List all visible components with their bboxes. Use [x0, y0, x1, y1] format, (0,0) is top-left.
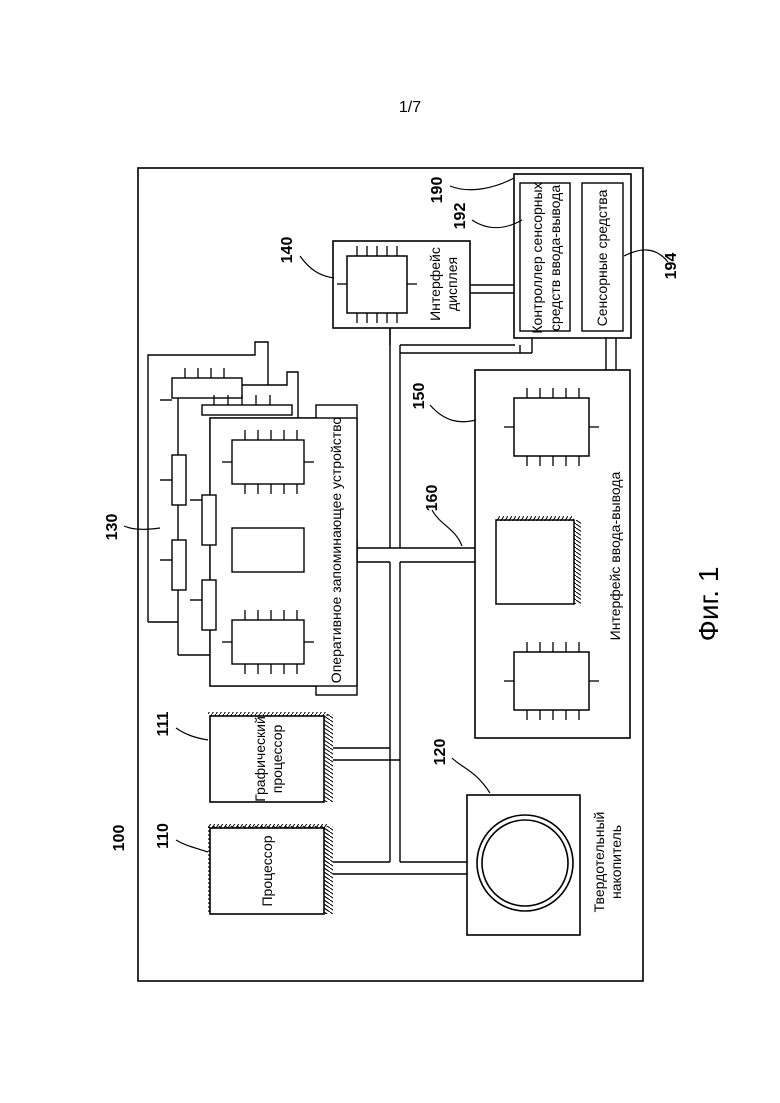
leader-cpu: [176, 840, 208, 852]
leader-touch-unit: [450, 178, 514, 190]
ref-gpu: 111: [155, 711, 172, 736]
leader-io: [430, 405, 476, 422]
ram-modules: [148, 342, 357, 695]
ref-touch-sensors: 194: [663, 253, 680, 280]
ref-touch-unit: 190: [429, 177, 446, 204]
ref-ram: 130: [104, 514, 121, 541]
ssd-label-line1: Твердотельный: [591, 812, 607, 913]
figure-caption: Фиг. 1: [693, 567, 724, 642]
touch-controller-label-line1: Контроллер сенсорных: [529, 182, 545, 333]
leader-ssd: [452, 758, 490, 793]
leader-bus: [432, 510, 462, 546]
cpu-label: Процессор: [259, 835, 275, 906]
display-label-line2: дисплея: [444, 257, 460, 311]
io-label: Интерфейс ввода-вывода: [607, 471, 623, 640]
leader-gpu: [176, 728, 208, 740]
display-label-line1: Интерфейс: [427, 247, 443, 321]
ref-cpu: 110: [155, 823, 172, 849]
ref-display: 140: [279, 237, 296, 264]
ssd-block: [467, 795, 580, 935]
ssd-label-line2: накопитель: [608, 825, 624, 899]
gpu-label-line2: процессор: [269, 725, 285, 794]
page-number: 1/7: [399, 99, 421, 116]
ref-system: 100: [111, 825, 128, 852]
gpu-label-line1: Графический: [252, 716, 268, 802]
touch-controller-label-line2: средств ввода-вывода: [547, 185, 563, 331]
ref-ssd: 120: [432, 739, 449, 766]
ref-io: 150: [411, 383, 428, 410]
touch-sensors-label: Сенсорные средства: [594, 189, 610, 326]
leader-display: [300, 256, 334, 278]
ram-label: Оперативное запоминающее устройство: [328, 417, 344, 684]
ref-bus: 160: [424, 485, 441, 512]
ref-touch-controller: 192: [452, 203, 469, 230]
